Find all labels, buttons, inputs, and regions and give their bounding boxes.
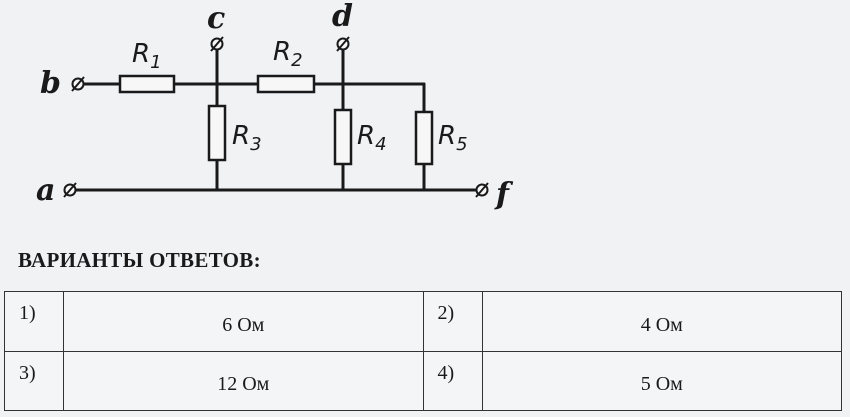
node-label-b: b: [40, 66, 61, 101]
answer-value: 4 Ом: [640, 313, 683, 336]
terminal-d: [336, 36, 350, 52]
resistor-label-r5: R5: [438, 121, 468, 155]
table-row: 3) 12 Ом 4) 5 Ом: [4, 350, 842, 411]
node-label-a: a: [36, 173, 55, 208]
resistor-label-r1: R1: [132, 39, 162, 73]
table-row: 1) 6 Ом 2) 4 Ом: [4, 291, 842, 352]
answer-option-3[interactable]: 12 Ом: [63, 350, 424, 411]
answer-option-2[interactable]: 4 Ом: [481, 291, 842, 352]
resistor-label-r2: R2: [273, 37, 303, 71]
terminal-a: [63, 182, 77, 198]
resistor-r5: [414, 110, 434, 166]
terminal-f: [475, 182, 489, 198]
terminal-c: [210, 36, 224, 52]
node-label-f: f: [494, 177, 514, 212]
answer-option-1[interactable]: 6 Ом: [63, 291, 424, 352]
answer-option-4[interactable]: 5 Ом: [481, 350, 842, 411]
answer-number: 1): [4, 291, 64, 352]
answers-table: 1) 6 Ом 2) 4 Ом 3) 12 Ом 4) 5 Ом: [4, 291, 842, 411]
answers-heading: ВАРИАНТЫ ОТВЕТОВ:: [18, 248, 261, 272]
node-label-c: c: [207, 1, 225, 36]
answer-number: 3): [4, 350, 64, 411]
circuit-diagram: b c d a f R1 R2 R3 R4 R5: [36, 0, 514, 212]
answer-value: 5 Ом: [640, 373, 683, 396]
node-label-d: d: [332, 0, 353, 34]
resistor-r4: [333, 108, 353, 166]
answer-value: 6 Ом: [222, 313, 265, 336]
answer-number: 4): [422, 350, 483, 411]
resistor-r1: [118, 74, 176, 94]
resistor-label-r3: R3: [232, 121, 262, 155]
answer-number: 2): [422, 291, 483, 352]
resistor-r3: [207, 104, 227, 162]
answer-value: 12 Ом: [217, 373, 270, 396]
resistor-label-r4: R4: [357, 121, 387, 155]
terminal-b: [71, 76, 85, 92]
resistor-r2: [256, 74, 316, 94]
